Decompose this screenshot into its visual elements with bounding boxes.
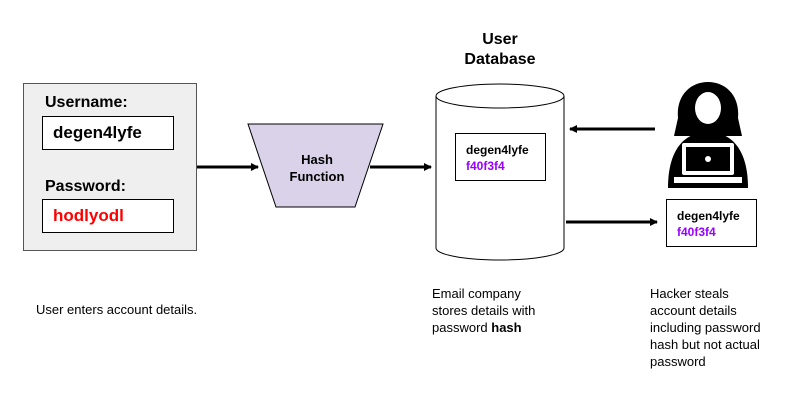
- hacker-caption-line1: Hacker steals: [650, 286, 729, 301]
- user-caption: User enters account details.: [36, 302, 198, 317]
- stolen-record-username: degen4lyfe: [677, 209, 740, 223]
- password-field: hodlyodl: [42, 199, 174, 233]
- hash-function-label-line2: Function: [289, 169, 345, 184]
- hash-function-label-line1: Hash: [301, 152, 333, 167]
- database-title: User Database: [440, 30, 560, 70]
- hash-function-label: Hash Function: [262, 151, 372, 185]
- company-caption-line1: Email company: [432, 286, 521, 301]
- username-field: degen4lyfe: [42, 116, 174, 150]
- hacker-icon: [668, 82, 748, 188]
- database-record-hash: f40f3f4: [466, 159, 505, 173]
- username-label: Username:: [45, 94, 128, 111]
- company-caption-line3: password hash: [432, 319, 582, 336]
- database-record: degen4lyfe f40f3f4: [455, 133, 546, 181]
- company-caption: Email company stores details with passwo…: [432, 285, 582, 336]
- hacker-caption-line2: account details: [650, 303, 737, 318]
- stolen-record: degen4lyfe f40f3f4: [666, 199, 757, 247]
- hash-function-shape: [247, 123, 384, 208]
- database-title-line2: Database: [464, 51, 536, 68]
- hacker-caption-line3: including password: [650, 320, 761, 335]
- database-title-line1: User: [482, 31, 518, 48]
- company-caption-line2: stores details with: [432, 303, 536, 318]
- hacker-caption-line4: hash but not actual: [650, 337, 760, 352]
- stolen-record-hash: f40f3f4: [677, 225, 716, 239]
- password-label: Password:: [45, 178, 126, 195]
- company-caption-hash: hash: [491, 320, 522, 335]
- company-caption-prefix: password: [432, 320, 488, 335]
- hacker-caption-line5: password: [650, 354, 706, 369]
- hacker-caption: Hacker steals account details including …: [650, 285, 795, 370]
- database-record-username: degen4lyfe: [466, 143, 529, 157]
